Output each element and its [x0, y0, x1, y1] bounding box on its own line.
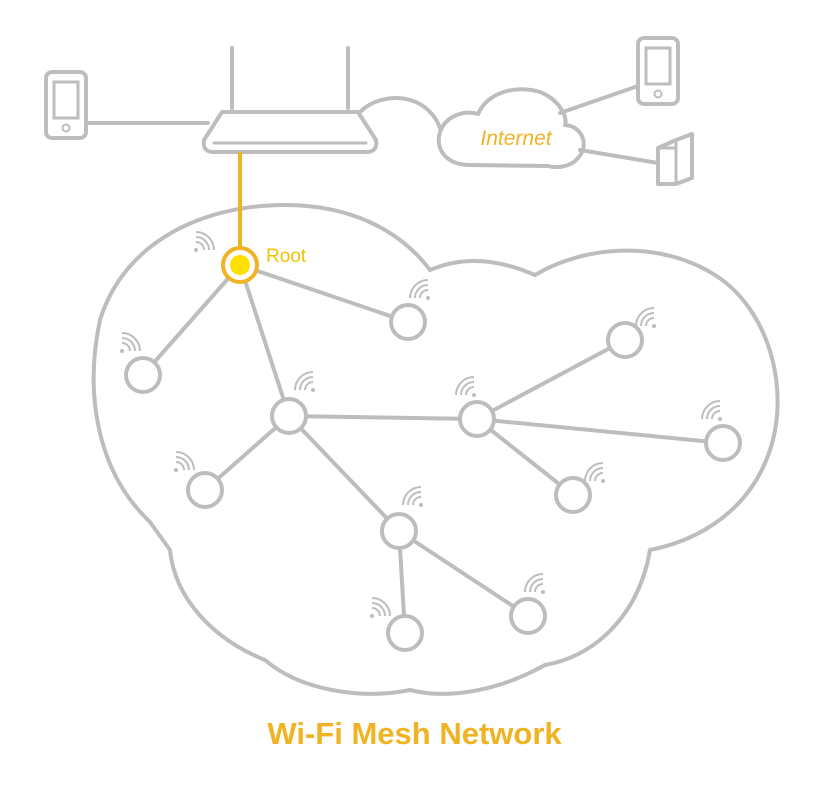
mesh-node — [386, 614, 424, 652]
wifi-signal-icon — [119, 231, 723, 619]
router-cloud-icon — [358, 96, 442, 130]
mesh-node — [270, 397, 308, 435]
diagram-title: Wi-Fi Mesh Network — [267, 716, 562, 751]
internet-label: Internet — [480, 127, 552, 150]
mesh-node — [389, 303, 427, 341]
phone-icon — [636, 36, 680, 106]
phone-icon — [44, 70, 88, 140]
mesh-node — [380, 512, 418, 550]
mesh-node — [704, 424, 742, 462]
root-label: Root — [266, 246, 307, 267]
router-icon — [201, 46, 379, 154]
mesh-node — [606, 321, 644, 359]
mesh-node — [124, 356, 162, 394]
mesh-node — [509, 597, 547, 635]
root-node — [221, 246, 259, 284]
mesh-node — [458, 400, 496, 438]
mesh-node — [186, 471, 224, 509]
mesh-node — [554, 476, 592, 514]
device-icon — [656, 132, 694, 186]
mesh-cloud — [91, 203, 780, 696]
internet-cloud-icon — [436, 87, 586, 169]
